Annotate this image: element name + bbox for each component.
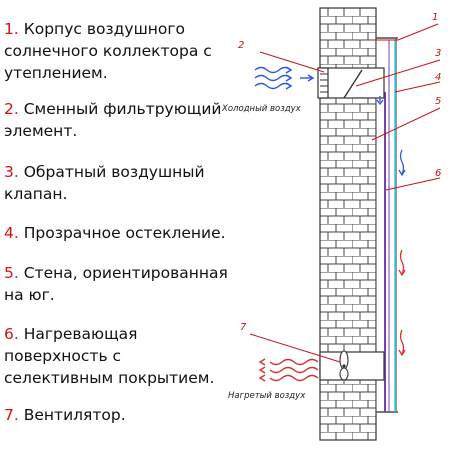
inlet-duct — [317, 67, 385, 99]
legend-number: 3. — [4, 163, 19, 181]
filter-element — [317, 67, 329, 99]
legend-text: Обратный воздушный клапан. — [4, 163, 205, 203]
legend-item-1: 1. Корпус воздушного солнечного коллекто… — [4, 18, 234, 84]
legend-number: 1. — [4, 20, 19, 38]
legend-text: Сменный фильтрующий элемент. — [4, 100, 222, 140]
legend-item-5: 5. Стена, ориентированная на юг. — [4, 262, 234, 306]
callout-numbers: 1 2 3 4 5 6 7 — [238, 12, 441, 333]
legend-number: 5. — [4, 264, 19, 282]
legend-text: Вентилятор. — [23, 406, 126, 424]
callout-2: 2 — [238, 40, 244, 51]
legend-number: 4. — [4, 224, 19, 242]
legend-item-4: 4. Прозрачное остекление. — [4, 222, 234, 244]
callout-5: 5 — [435, 96, 441, 107]
legend-text: Стена, ориентированная на юг. — [4, 264, 228, 304]
legend-text: Прозрачное остекление. — [23, 224, 226, 242]
cold-air-label: Холодный воздух — [221, 104, 302, 114]
legend-number: 7. — [4, 406, 19, 424]
cold-air-arrows — [254, 66, 315, 90]
fan-icon — [339, 350, 349, 381]
callout-1: 1 — [432, 12, 438, 23]
outlet-duct — [319, 350, 385, 381]
callout-4: 4 — [435, 72, 441, 83]
callout-3: 3 — [435, 48, 441, 59]
legend-item-3: 3. Обратный воздушный клапан. — [4, 161, 234, 205]
check-valve-flap — [343, 69, 363, 99]
legend-text: Корпус воздушного солнечного коллектора … — [4, 20, 212, 82]
callout-lines — [249, 23, 441, 363]
legend-item-2: 2. Сменный фильтрующий элемент. — [4, 98, 234, 142]
warm-air-arrows — [258, 358, 319, 382]
legend-item-6: 6. Нагревающая поверхность с селективным… — [4, 323, 234, 389]
callout-6: 6 — [435, 168, 441, 179]
internal-flow-arrows — [376, 96, 406, 357]
callout-7: 7 — [240, 322, 247, 333]
legend-number: 6. — [4, 325, 19, 343]
legend-text: Нагревающая поверхность с селективным по… — [4, 325, 215, 387]
hot-air-label: Нагретый воздух — [228, 391, 306, 401]
legend-item-7: 7. Вентилятор. — [4, 404, 234, 426]
legend-number: 2. — [4, 100, 19, 118]
